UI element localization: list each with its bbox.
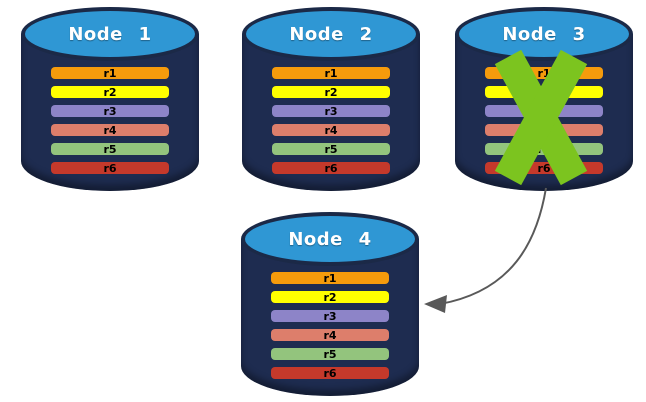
record-bar-r3: r3	[51, 105, 169, 117]
failover-arrow-curve	[439, 187, 547, 305]
record-bar-r1: r1	[51, 67, 169, 79]
record-bar-r3: r3	[272, 105, 390, 117]
node-label: Node 4	[288, 228, 372, 250]
cylinder-top: Node 3	[455, 7, 633, 61]
node-cylinder-1: Node 1 r1 r2 r3 r4 r5 r6	[21, 7, 199, 191]
record-list: r1 r2 r3 r4 r5 r6	[271, 272, 389, 379]
record-bar-r4: r4	[51, 124, 169, 136]
node-cylinder-4: Node 4 r1 r2 r3 r4 r5 r6	[241, 212, 419, 396]
record-bar-r6: r6	[51, 162, 169, 174]
record-bar-r1: r1	[272, 67, 390, 79]
record-bar-r6: r6	[271, 367, 389, 379]
record-list: r1 r2 r3 r4 r5 r6	[272, 67, 390, 174]
cylinder-top: Node 4	[241, 212, 419, 266]
record-bar-r5: r5	[272, 143, 390, 155]
failover-arrowhead	[424, 295, 447, 313]
node-label: Node 1	[68, 23, 152, 45]
record-bar-r6: r6	[272, 162, 390, 174]
record-bar-r2: r2	[272, 86, 390, 98]
record-bar-r4: r4	[271, 329, 389, 341]
record-bar-r3: r3	[271, 310, 389, 322]
record-bar-r5: r5	[271, 348, 389, 360]
record-list: r1 r2 r3 r4 r5 r6	[51, 67, 169, 174]
failure-x-icon	[494, 49, 588, 186]
record-bar-r2: r2	[51, 86, 169, 98]
node-label: Node 3	[502, 23, 586, 45]
node-label: Node 2	[289, 23, 373, 45]
record-bar-r2: r2	[271, 291, 389, 303]
record-bar-r4: r4	[272, 124, 390, 136]
cylinder-top: Node 2	[242, 7, 420, 61]
record-bar-r5: r5	[51, 143, 169, 155]
node-cylinder-2: Node 2 r1 r2 r3 r4 r5 r6	[242, 7, 420, 191]
record-bar-r1: r1	[271, 272, 389, 284]
cylinder-top: Node 1	[21, 7, 199, 61]
